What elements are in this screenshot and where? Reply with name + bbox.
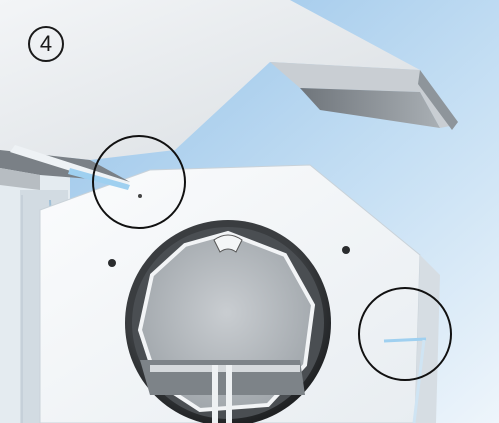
right-bracket [383, 337, 427, 423]
screw-hole-top [138, 194, 142, 198]
screw-hole-left [108, 259, 116, 267]
callout-circle-top [92, 135, 186, 229]
roof-flashing [0, 0, 458, 190]
step-number-badge: 4 [28, 26, 64, 62]
callout-circle-right [358, 287, 452, 381]
screw-hole-right [342, 246, 350, 254]
duct-opening [125, 220, 331, 423]
